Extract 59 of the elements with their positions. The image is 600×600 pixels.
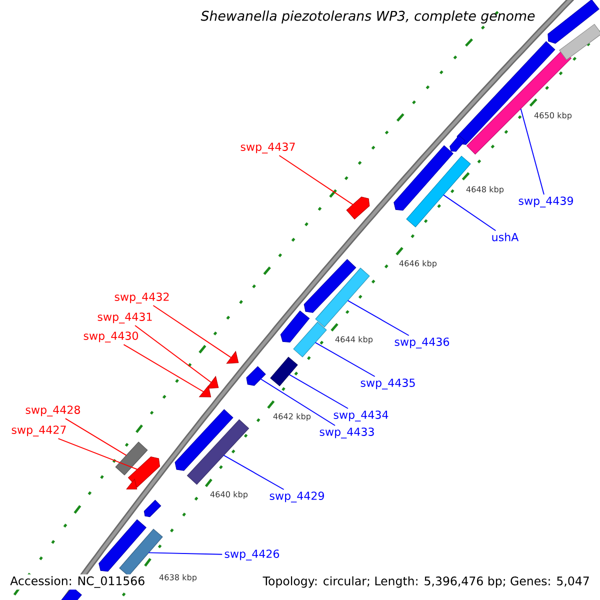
gene-block	[548, 0, 600, 44]
gene-block	[394, 145, 454, 211]
leader-line	[443, 194, 496, 232]
gene-block	[280, 310, 310, 342]
gene-bar	[559, 24, 600, 60]
gene-label: swp_4439	[518, 196, 573, 208]
gene-label: swp_4432	[114, 292, 169, 304]
leader-line	[347, 300, 410, 336]
scale-label: 4644 kbp	[335, 336, 373, 344]
leader-line	[152, 305, 232, 358]
leader-line	[123, 344, 204, 392]
footer-text: Accession: NC_011566	[8, 574, 147, 590]
leader-line	[520, 108, 544, 195]
leader-line	[260, 378, 336, 426]
leader-line	[288, 374, 348, 409]
gene-bar	[186, 419, 250, 485]
gene-label: swp_4436	[394, 338, 450, 348]
leader-line	[314, 342, 376, 377]
gene-block	[174, 409, 234, 471]
leader-line	[58, 438, 138, 470]
gene-wedge	[206, 376, 219, 389]
gene-label: swp_4437	[240, 142, 295, 154]
scale-label: 4638 kbp	[159, 574, 197, 582]
gene-label: swp_4435	[360, 378, 415, 390]
leader-line	[134, 325, 212, 383]
gene-label: ushA	[492, 232, 519, 242]
gene-label: swp_4426	[224, 550, 280, 560]
scale-label: 4642 kbp	[273, 413, 311, 421]
leader-line	[278, 155, 354, 206]
footer-text: Topology: circular; Length: 5,396,476 bp; Genes: 5,047	[261, 574, 592, 590]
gene-block	[456, 41, 556, 145]
gene-label: swp_4433	[320, 428, 374, 438]
gene-wedge	[226, 350, 239, 364]
gene-block	[450, 135, 466, 152]
gene-label: swp_4430	[84, 332, 138, 342]
gene-block	[246, 366, 266, 386]
scale-label: 4648 kbp	[466, 186, 504, 194]
gene-bar	[293, 322, 327, 358]
gene-label: swp_4427	[12, 426, 66, 436]
gene-bar	[315, 268, 370, 328]
leader-line	[223, 454, 284, 490]
gene-label: swp_4431	[98, 312, 152, 324]
scale-label: 4640 kbp	[210, 491, 248, 499]
scale-label: 4650 kbp	[534, 112, 572, 120]
gene-label: swp_4429	[270, 492, 324, 502]
gene-block	[304, 259, 356, 313]
gene-block	[346, 196, 370, 220]
gene-label: swp_4434	[334, 410, 388, 422]
scale-label: 4646 kbp	[399, 260, 437, 268]
gene-block	[144, 500, 162, 518]
gene-bar	[115, 442, 148, 476]
leader-line	[148, 552, 223, 555]
leader-line	[64, 418, 127, 456]
gene-label: swp_4428	[26, 406, 80, 416]
gene-bar	[270, 356, 298, 386]
title: Shewanella piezotolerans WP3, complete genome	[200, 10, 535, 24]
gene-block	[98, 519, 146, 572]
gene-wedge	[126, 478, 138, 490]
gene-bar	[61, 586, 82, 600]
